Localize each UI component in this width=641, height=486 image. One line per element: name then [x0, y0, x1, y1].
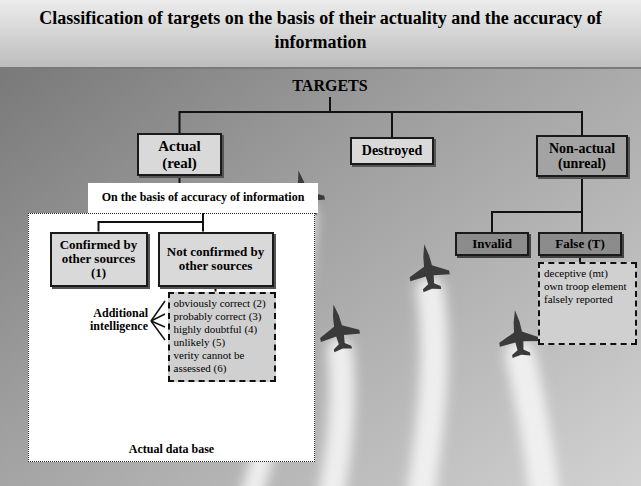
source-box: Not confirmed by other sources	[158, 232, 274, 287]
panel-caption: Actual data base	[129, 443, 214, 456]
note-box: deceptive (mt)own troop element falsely …	[538, 262, 637, 345]
bracket-lines	[151, 301, 165, 340]
list-item: verity cannot be assessed (6)	[174, 349, 270, 375]
title-band-edge	[0, 67, 641, 69]
tree-connector	[330, 97, 582, 135]
box-label: Destroyed	[362, 143, 422, 158]
reliability-list: obviously correct (2)probably correct (3…	[168, 292, 276, 382]
tree-connector	[180, 97, 331, 133]
source-box: Confirmed by other sources (1)	[50, 232, 148, 287]
list-item: unlikely (5)	[174, 336, 226, 349]
list-item: probably correct (3)	[174, 310, 262, 323]
root-label: TARGETS	[283, 75, 377, 97]
category-box: Non-actual (unreal)	[536, 135, 628, 177]
list-item: obviously correct (2)	[174, 297, 266, 310]
tree-connector	[179, 176, 181, 183]
tree-connector	[99, 213, 204, 232]
note-text: own troop element falsely reported	[544, 280, 631, 306]
diagram-title: Classification of targets on the basis o…	[20, 6, 621, 54]
bracket-label: Additional intelligence	[70, 307, 148, 333]
category-box: Destroyed	[350, 137, 434, 165]
tree-connector	[492, 177, 582, 232]
box-label: Non-actual (unreal)	[542, 141, 622, 172]
tree-connector	[581, 177, 583, 232]
box-label: Confirmed by other sources (1)	[56, 238, 142, 281]
tree-connector	[330, 97, 392, 137]
box-label: Invalid	[472, 237, 512, 251]
panel-ground	[28, 213, 315, 462]
criterion-band: On the basis of accuracy of information	[88, 183, 318, 213]
category-box: Invalid	[455, 232, 529, 256]
band-label: On the basis of accuracy of information	[102, 191, 305, 204]
category-box: False (T)	[538, 232, 622, 256]
title-band	[0, 0, 641, 68]
data-base-panel: Actual data base Confirmed by other sourc…	[28, 213, 315, 462]
note-text: deceptive (mt)	[544, 267, 608, 280]
root-text: TARGETS	[292, 77, 367, 95]
jets	[279, 166, 541, 359]
box-label: False (T)	[555, 237, 604, 251]
box-label: Not confirmed by other sources	[164, 245, 268, 274]
list-item: highly doubtful (4)	[174, 323, 258, 336]
tree-connector	[202, 213, 204, 232]
category-box: Actual (real)	[137, 133, 222, 176]
box-label: Actual (real)	[143, 138, 216, 171]
